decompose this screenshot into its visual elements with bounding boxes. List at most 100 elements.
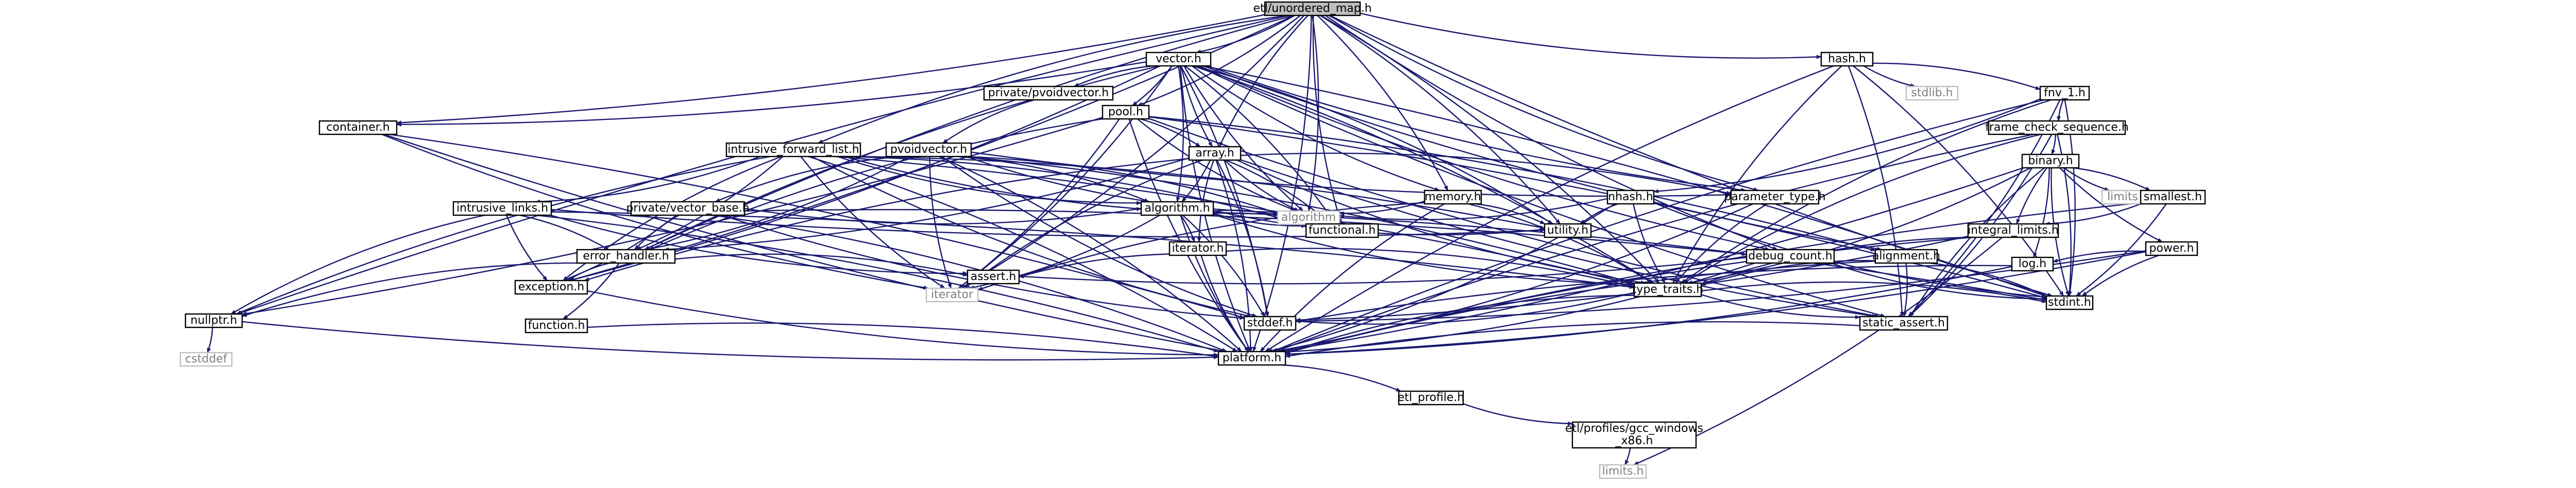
node-label: etl/unordered_map.h xyxy=(1253,2,1371,15)
edge-privvb-to-algorithm xyxy=(744,207,1142,225)
node-label: static_assert.h xyxy=(1862,317,1945,329)
node-fnv[interactable]: fnv_1.h xyxy=(2039,85,2090,101)
node-hash[interactable]: hash.h xyxy=(1820,51,1874,67)
node-stdint[interactable]: stdint.h xyxy=(2045,295,2094,310)
edge-errh-to-function xyxy=(563,263,620,320)
edge-root-to-vector xyxy=(1196,14,1295,54)
node-assert[interactable]: assert.h xyxy=(967,269,1020,285)
node-algorithm[interactable]: algorithm.h xyxy=(1140,201,1214,216)
edge-alignment-to-typetraits xyxy=(1701,260,1876,286)
edge-log-to-platform xyxy=(1285,266,2012,356)
node-box xyxy=(184,313,243,328)
node-box xyxy=(1745,249,1835,264)
node-box xyxy=(2011,256,2054,272)
node-label: function.h xyxy=(528,319,585,332)
edge-root-to-memory xyxy=(1317,15,1449,191)
edge-power-to-platform xyxy=(1285,251,2146,356)
node-typetraits[interactable]: type_traits.h xyxy=(1632,282,1703,298)
edge-nhash-to-utility xyxy=(1580,203,1618,224)
node-label: intrusive_links.h xyxy=(456,202,548,215)
edge-memory-to-algorithm_sys xyxy=(1339,200,1425,216)
node-box xyxy=(1305,223,1379,238)
edge-param-to-typetraits xyxy=(1675,203,1768,284)
edge-hash-to-stdlibh xyxy=(1863,65,1916,88)
node-box xyxy=(925,287,979,303)
node-label: pvoidvector.h xyxy=(890,143,967,156)
node-label: iterator.h xyxy=(1172,242,1224,255)
node-profile[interactable]: etl_profile.h xyxy=(1398,390,1465,406)
node-binary[interactable]: binary.h xyxy=(2021,153,2080,169)
edge-pool-to-errh xyxy=(649,118,1103,251)
node-container[interactable]: container.h xyxy=(318,120,398,135)
edge-frame-to-platform xyxy=(1275,133,2034,353)
edge-fnv-to-platform xyxy=(1272,99,2044,353)
edge-root-to-array xyxy=(1218,15,1309,147)
node-box xyxy=(1571,421,1697,449)
edge-algorithm-to-iterator_h xyxy=(1180,215,1195,242)
node-label: iterator xyxy=(931,288,974,301)
edge-typetraits-to-platform xyxy=(1285,294,1635,354)
node-iterator_h[interactable]: iterator.h xyxy=(1168,241,1227,256)
node-box xyxy=(983,85,1114,101)
node-integral[interactable]: integral_limits.h xyxy=(1967,223,2059,238)
node-box xyxy=(1606,189,1655,205)
node-functional[interactable]: functional.h xyxy=(1305,223,1379,238)
edge-iflist-to-algorithm xyxy=(837,155,1142,205)
node-debugc[interactable]: debug_count.h xyxy=(1745,249,1835,264)
node-power[interactable]: power.h xyxy=(2145,241,2198,256)
node-errh[interactable]: error_handler.h xyxy=(576,249,676,264)
node-iflist[interactable]: intrusive_forward_list.h xyxy=(725,142,861,158)
node-ilinks[interactable]: intrusive_links.h xyxy=(452,201,552,216)
node-exception[interactable]: exception.h xyxy=(514,280,588,295)
node-frame[interactable]: frame_check_sequence.h xyxy=(1985,120,2129,135)
node-label: log.h xyxy=(2019,257,2046,270)
node-box xyxy=(514,280,588,295)
node-privvb[interactable]: private/vector_base.h xyxy=(626,201,750,216)
node-pvoid[interactable]: pvoidvector.h xyxy=(885,142,972,158)
node-stddef[interactable]: stddef.h xyxy=(1243,316,1297,331)
edge-ilinks-to-exception xyxy=(505,215,548,281)
node-box xyxy=(967,269,1020,285)
node-param[interactable]: parameter_type.h xyxy=(1724,189,1826,205)
node-memory[interactable]: memory.h xyxy=(1423,189,1482,205)
node-static_assert[interactable]: static_assert.h xyxy=(1859,316,1948,331)
dependency-edges xyxy=(207,12,2167,466)
node-privvp[interactable]: private/pvoidvector.h xyxy=(983,85,1114,101)
node-nullptr[interactable]: nullptr.h xyxy=(184,313,243,328)
node-log[interactable]: log.h xyxy=(2011,256,2054,272)
edge-ilinks-to-errh xyxy=(519,214,609,251)
edge-array-to-static_assert xyxy=(1240,159,1877,318)
node-box xyxy=(1633,282,1702,298)
edge-vector-to-array xyxy=(1180,65,1213,147)
node-smallest[interactable]: smallest.h xyxy=(2140,189,2206,205)
edge-root-to-algorithm_sys xyxy=(1307,15,1319,212)
node-nhash[interactable]: nhash.h xyxy=(1606,189,1655,205)
node-root[interactable]: etl/unordered_map.h xyxy=(1253,1,1372,16)
node-gcc_win[interactable]: etl/profiles/gcc_windows_x86.h xyxy=(1565,421,1703,449)
edge-array-to-param xyxy=(1240,152,1732,195)
node-box xyxy=(2101,189,2144,205)
edge-nullptr-to-cstddef xyxy=(207,327,213,353)
node-function[interactable]: function.h xyxy=(524,318,588,334)
edge-alignment-to-static_assert xyxy=(1903,263,1908,317)
edge-root-to-stdint xyxy=(1329,14,2053,297)
node-alignment[interactable]: alignment.h xyxy=(1872,249,1940,264)
edge-nullptr-to-platform xyxy=(242,321,1219,361)
edge-typetraits-to-stdint xyxy=(1701,281,2047,303)
edge-privvb-to-stddef xyxy=(721,214,1245,320)
node-box xyxy=(1967,223,2059,238)
node-pool[interactable]: pool.h xyxy=(1101,104,1150,120)
node-label: array.h xyxy=(1195,147,1234,160)
edge-root-to-pool xyxy=(1137,15,1301,107)
node-utility[interactable]: utility.h xyxy=(1544,223,1592,238)
node-label: binary.h xyxy=(2028,154,2073,167)
edge-iflist-to-stddef xyxy=(811,155,1252,318)
node-box xyxy=(1398,390,1464,406)
edge-hash-to-typetraits xyxy=(1672,65,1842,284)
edge-pvoid-to-privvb xyxy=(715,155,902,203)
node-vector[interactable]: vector.h xyxy=(1145,51,1212,67)
node-platform[interactable]: platform.h xyxy=(1217,351,1286,366)
node-array[interactable]: array.h xyxy=(1188,146,1242,161)
edge-binary-to-limits_sys xyxy=(2063,167,2110,191)
